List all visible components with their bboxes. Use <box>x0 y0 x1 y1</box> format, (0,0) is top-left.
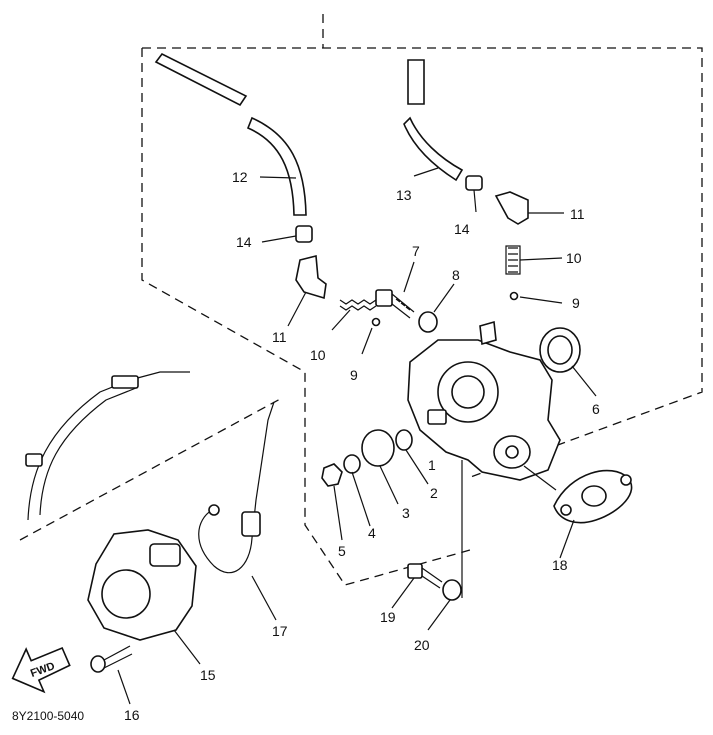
callout-17: 17 <box>272 623 288 639</box>
callout-9-right: 9 <box>572 295 580 311</box>
assembly-boundary <box>19 14 703 586</box>
callout-7: 7 <box>412 243 420 259</box>
oil-pump-body <box>407 320 561 481</box>
bolt-7 <box>375 289 415 319</box>
spring-10-right <box>505 245 521 275</box>
callout-11-right: 11 <box>570 206 585 222</box>
callout-11-left: 11 <box>272 329 287 345</box>
washer-20 <box>442 579 462 601</box>
callout-15: 15 <box>200 667 216 683</box>
callout-5: 5 <box>338 543 346 559</box>
pump-cover-15 <box>87 529 197 641</box>
bolt-19 <box>407 563 443 589</box>
callout-2: 2 <box>430 485 438 501</box>
clamp-14-left <box>295 225 313 243</box>
cable-17 <box>198 401 275 574</box>
callout-3: 3 <box>402 505 410 521</box>
callout-14-right: 14 <box>454 221 470 237</box>
drawing-code: 8Y2100-5040 <box>12 709 84 723</box>
leader-lines <box>117 167 597 705</box>
hose-13 <box>403 59 464 182</box>
elbow-fitting-11-right <box>494 191 529 225</box>
ball-9-left <box>371 317 381 327</box>
callout-6: 6 <box>592 401 600 417</box>
callout-10-left: 10 <box>310 347 326 363</box>
spring-10-left <box>339 299 377 311</box>
cable-assembly-left <box>25 371 190 521</box>
callout-18: 18 <box>552 557 568 573</box>
plate-3 <box>361 429 395 467</box>
forward-arrow-icon: FWD <box>11 646 71 694</box>
callout-10-right: 10 <box>566 250 582 266</box>
callout-20: 20 <box>414 637 430 653</box>
callout-1: 1 <box>428 457 436 473</box>
washer-4 <box>343 454 361 474</box>
washer-2 <box>395 429 413 451</box>
gasket-18 <box>553 469 633 524</box>
callout-12: 12 <box>232 169 248 185</box>
ball-9-right <box>509 291 519 301</box>
callout-9-left: 9 <box>350 367 358 383</box>
callout-4: 4 <box>368 525 376 541</box>
nut-5 <box>321 463 343 487</box>
oil-seal-6 <box>539 327 581 373</box>
callout-16: 16 <box>124 707 140 723</box>
washer-8 <box>418 311 438 333</box>
clamp-14-right <box>465 175 483 191</box>
elbow-fitting-11-left <box>295 254 327 300</box>
hose-12 <box>154 52 307 216</box>
screw-16 <box>90 645 133 673</box>
callout-13: 13 <box>396 187 412 203</box>
callout-8: 8 <box>452 267 460 283</box>
callout-14-left: 14 <box>236 234 252 250</box>
callout-numbers: 1 2 3 4 5 6 7 8 9 9 10 10 11 11 12 13 14… <box>124 169 600 723</box>
callout-19: 19 <box>380 609 396 625</box>
